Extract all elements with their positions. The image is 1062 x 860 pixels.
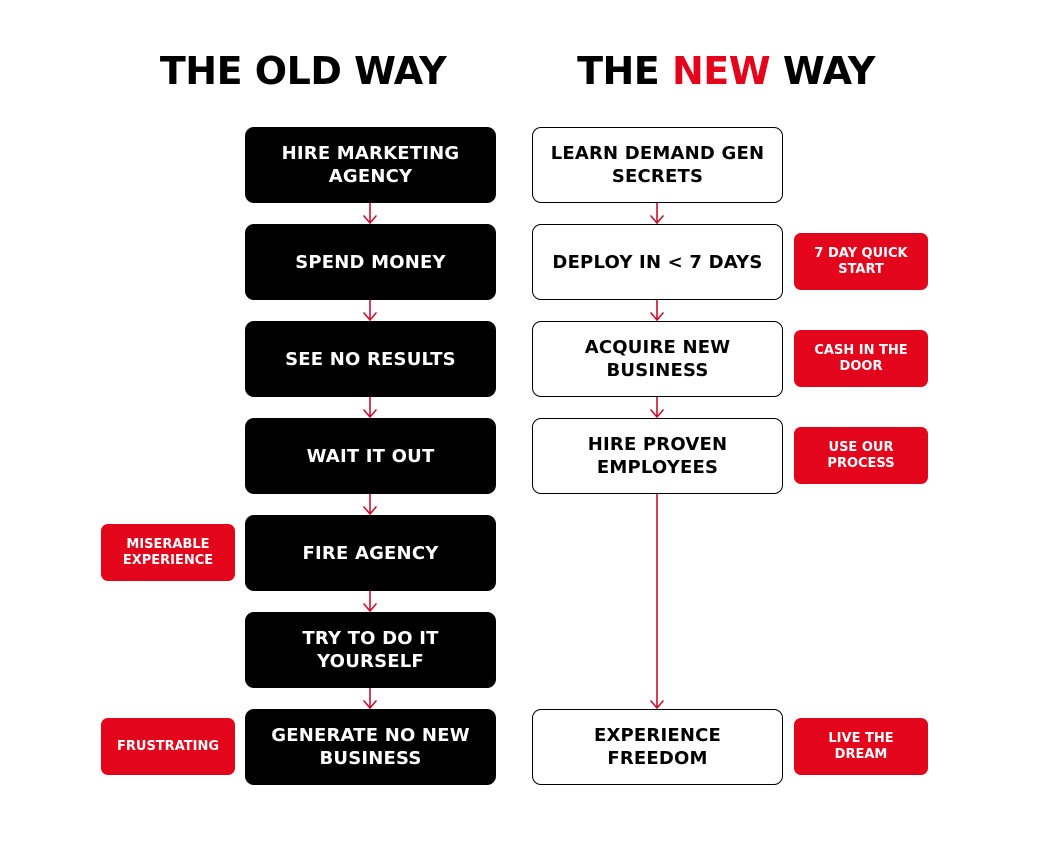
old-connector-5 (363, 590, 377, 612)
old-step-label: SPEND MONEY (295, 251, 446, 273)
old-step-label: WAIT IT OUT (306, 445, 435, 467)
old-step-fire-agency: FIRE AGENCY (245, 515, 496, 591)
tag-label: 7 DAY QUICK START (814, 245, 908, 277)
new-connector-2 (650, 299, 664, 321)
old-connector-6 (363, 687, 377, 709)
old-step-hire-marketing-agency: HIRE MARKETING AGENCY (245, 127, 496, 203)
new-step-label: ACQUIRE NEW BUSINESS (584, 337, 731, 381)
tag-label: USE OUR PROCESS (827, 439, 895, 471)
tag-frustrating: FRUSTRATING (101, 718, 235, 775)
tag-miserable-experience: MISERABLE EXPERIENCE (101, 524, 235, 581)
old-step-see-no-results: SEE NO RESULTS (245, 321, 496, 397)
old-step-spend-money: SPEND MONEY (245, 224, 496, 300)
old-connector-1 (363, 202, 377, 224)
new-step-hire-proven-employees: HIRE PROVEN EMPLOYEES (532, 418, 783, 494)
old-step-label: TRY TO DO IT YOURSELF (302, 628, 439, 672)
new-connector-3 (650, 396, 664, 418)
tag-live-the-dream: LIVE THE DREAM (794, 718, 928, 775)
new-way-heading: THE NEW WAY (568, 48, 884, 94)
new-step-acquire-new-business: ACQUIRE NEW BUSINESS (532, 321, 783, 397)
new-way-heading-suffix: WAY (770, 49, 876, 93)
old-step-wait-it-out: WAIT IT OUT (245, 418, 496, 494)
old-connector-3 (363, 396, 377, 418)
tag-label: MISERABLE EXPERIENCE (122, 536, 214, 568)
old-step-label: FIRE AGENCY (302, 542, 439, 564)
new-step-experience-freedom: EXPERIENCE FREEDOM (532, 709, 783, 785)
old-connector-2 (363, 299, 377, 321)
old-way-heading: THE OLD WAY (150, 48, 456, 94)
new-way-heading-prefix: THE (577, 49, 672, 93)
new-step-label: DEPLOY IN < 7 DAYS (552, 251, 763, 273)
new-way-heading-accent: NEW (672, 49, 771, 93)
old-step-label: GENERATE NO NEW BUSINESS (271, 725, 470, 769)
old-step-label: SEE NO RESULTS (285, 348, 456, 370)
tag-label: FRUSTRATING (117, 738, 219, 754)
old-connector-4 (363, 493, 377, 515)
new-step-label: HIRE PROVEN EMPLOYEES (587, 434, 728, 478)
old-way-heading-text: THE OLD WAY (159, 49, 447, 93)
tag-label: LIVE THE DREAM (828, 730, 894, 762)
tag-use-our-process: USE OUR PROCESS (794, 427, 928, 484)
new-step-deploy: DEPLOY IN < 7 DAYS (532, 224, 783, 300)
new-step-label: EXPERIENCE FREEDOM (593, 725, 722, 769)
old-step-try-to-do-it-yourself: TRY TO DO IT YOURSELF (245, 612, 496, 688)
new-step-learn-demand-gen-secrets: LEARN DEMAND GEN SECRETS (532, 127, 783, 203)
tag-cash-in-the-door: CASH IN THE DOOR (794, 330, 928, 387)
new-connector-1 (650, 202, 664, 224)
tag-label: CASH IN THE DOOR (814, 342, 908, 374)
old-step-generate-no-new-business: GENERATE NO NEW BUSINESS (245, 709, 496, 785)
new-connector-4 (650, 493, 664, 709)
new-step-label: LEARN DEMAND GEN SECRETS (550, 143, 765, 187)
tag-7-day-quick-start: 7 DAY QUICK START (794, 233, 928, 290)
old-step-label: HIRE MARKETING AGENCY (281, 143, 460, 187)
